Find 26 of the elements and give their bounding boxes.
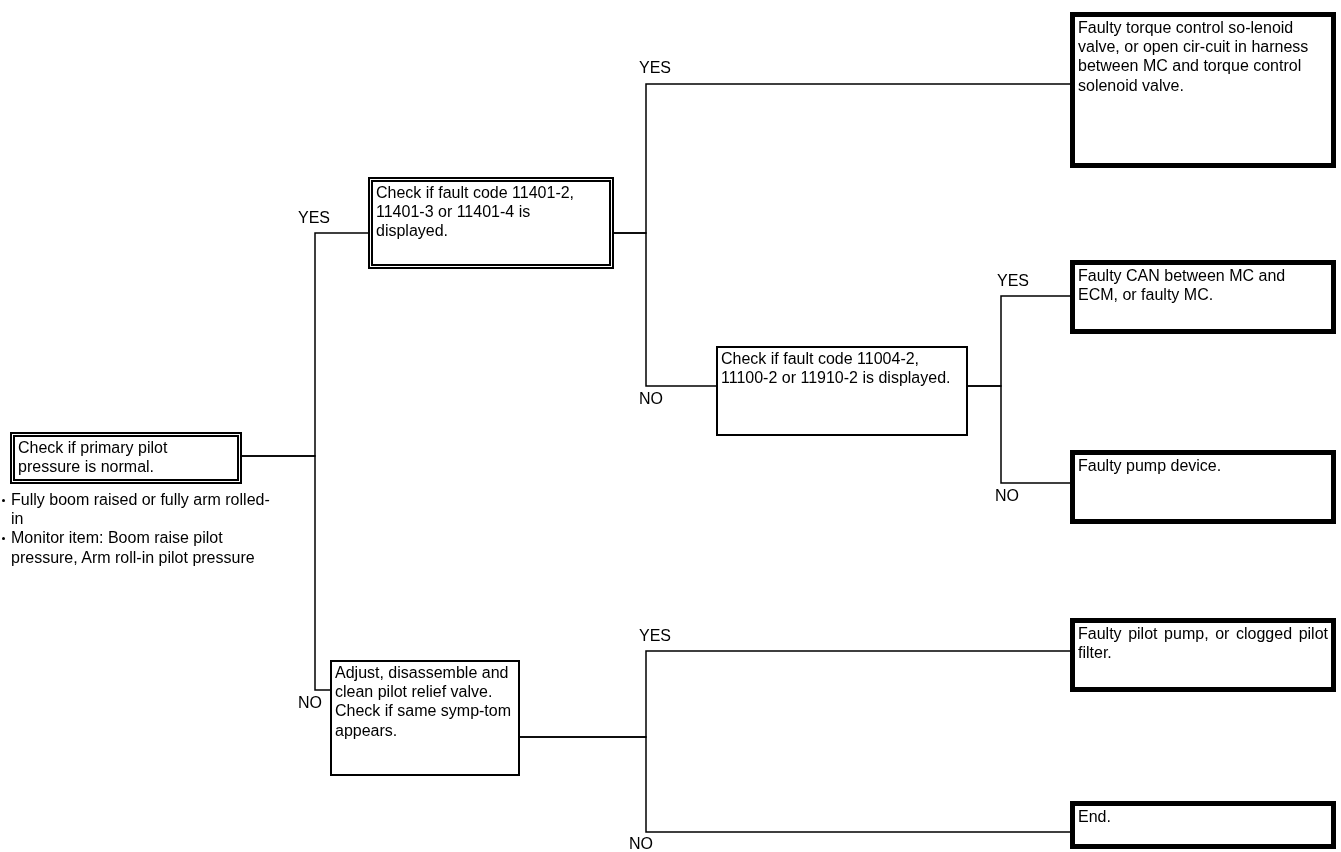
check-box: [330, 660, 520, 776]
check-box: [10, 432, 242, 484]
box-text: End.: [1078, 807, 1112, 827]
note-text: Monitor item: Boom raise pilot pressure, Arm roll-in pilot pressure: [11, 528, 256, 567]
edge-label: NO: [628, 834, 654, 852]
box-text: Check if same symp-tom appears.: [335, 701, 513, 740]
connector-line: [519, 736, 1071, 833]
result-box: [1070, 618, 1336, 692]
result-box: [1070, 12, 1336, 168]
check-box: [368, 177, 614, 269]
box-text: Faulty pump device.: [1078, 456, 1223, 476]
box-text: Check if primary pilot pressure is normal.: [18, 438, 169, 477]
box-text: Check if fault code 11401-2, 11401-3 or 11401-4 is displayed.: [376, 183, 576, 241]
connector-line: [613, 232, 717, 387]
box-text: Faulty torque control so-lenoid valve, or open cir-cuit in harness between MC and torque control solenoid valve.: [1078, 18, 1310, 95]
connector-line: [967, 385, 1071, 484]
box-text: Faulty CAN between MC and ECM, or faulty MC.: [1078, 266, 1287, 305]
connector-line: [241, 455, 331, 691]
result-box: [1070, 450, 1336, 524]
box-text: Faulty pilot pump, or clogged pilot filter.: [1078, 624, 1328, 663]
note-text: Fully boom raised or fully arm rolled-in: [11, 490, 271, 529]
box-text: Check if fault code 11004-2, 11100-2 or 11910-2 is displayed.: [721, 349, 952, 388]
result-box: [1070, 801, 1336, 849]
result-box: [1070, 260, 1336, 334]
check-box: [716, 346, 968, 436]
box-text: Adjust, disassemble and clean pilot relief valve.: [335, 663, 510, 702]
